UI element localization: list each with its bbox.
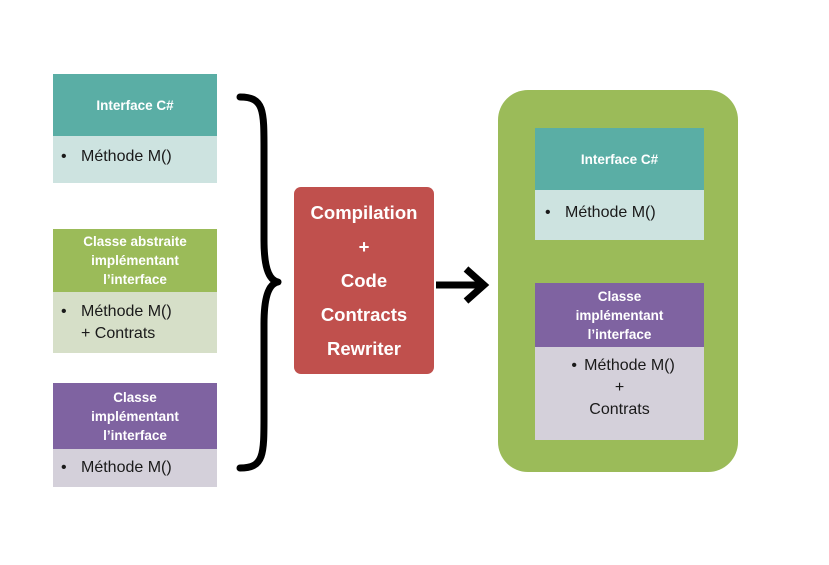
output-interface-title: Interface C#: [535, 128, 704, 190]
output-implementing-class-title-line: Classe: [597, 288, 642, 304]
input-implementing-class-body: • Méthode M(): [53, 449, 217, 487]
output-implementing-class-contracts: Contrats: [589, 401, 650, 418]
process-line: Rewriter: [326, 337, 402, 359]
output-interface-card: Interface C# • Méthode M(): [535, 128, 704, 240]
process-line: Code: [340, 269, 388, 291]
compilation-rewriter-box: Compilation + Code Contracts Rewriter: [294, 187, 434, 374]
output-implementing-class-card: Classe implémentant l’interface • Méthode…: [535, 283, 704, 440]
input-abstract-class-title-line: implémentant: [91, 253, 179, 268]
output-container: Interface C# • Méthode M() Classe impléme…: [498, 90, 738, 472]
input-abstract-class-method: Méthode M(): [81, 303, 172, 320]
output-implementing-class-title: Classe implémentant l’interface: [535, 283, 704, 347]
output-interface-method: Méthode M(): [565, 204, 656, 221]
grouping-brace-icon: [236, 93, 282, 472]
bullet-icon: •: [545, 204, 551, 221]
input-implementing-class-title-line: implémentant: [91, 408, 179, 424]
input-interface-title: Interface C#: [53, 74, 217, 136]
process-line: +: [358, 235, 370, 257]
output-implementing-class-body: • Méthode M() + Contrats: [535, 347, 704, 440]
output-implementing-class-method: Méthode M(): [584, 357, 675, 374]
bullet-icon: •: [61, 303, 67, 320]
input-interface-method: Méthode M(): [81, 148, 172, 165]
input-interface-body: • Méthode M(): [53, 136, 217, 183]
input-abstract-class-body: • Méthode M() + Contrats: [53, 292, 217, 353]
input-implementing-class-card: Classe implémentant l’interface • Méthode…: [53, 383, 217, 487]
output-implementing-class-plus: +: [614, 379, 625, 396]
output-implementing-class-title-line: implémentant: [575, 307, 664, 323]
right-arrow-icon: [436, 266, 490, 304]
input-implementing-class-title-line: l’interface: [103, 427, 167, 443]
input-implementing-class-title: Classe implémentant l’interface: [53, 383, 217, 449]
process-line: Contracts: [320, 303, 408, 325]
input-interface-card: Interface C# • Méthode M(): [53, 74, 217, 183]
output-interface-body: • Méthode M(): [535, 190, 704, 240]
input-implementing-class-method: Méthode M(): [81, 459, 172, 476]
bullet-icon: •: [61, 148, 67, 165]
bullet-icon: •: [571, 357, 577, 374]
input-abstract-class-contracts: + Contrats: [81, 325, 156, 342]
process-line: Compilation: [310, 201, 418, 223]
bullet-icon: •: [61, 459, 67, 476]
input-implementing-class-title-line: Classe: [113, 389, 157, 405]
input-abstract-class-card: Classe abstraite implémentant l’interfac…: [53, 229, 217, 353]
output-implementing-class-title-line: l’interface: [587, 326, 652, 342]
input-abstract-class-title-line: Classe abstraite: [83, 234, 187, 249]
input-abstract-class-title: Classe abstraite implémentant l’interfac…: [53, 229, 217, 292]
input-abstract-class-title-line: l’interface: [103, 272, 167, 287]
